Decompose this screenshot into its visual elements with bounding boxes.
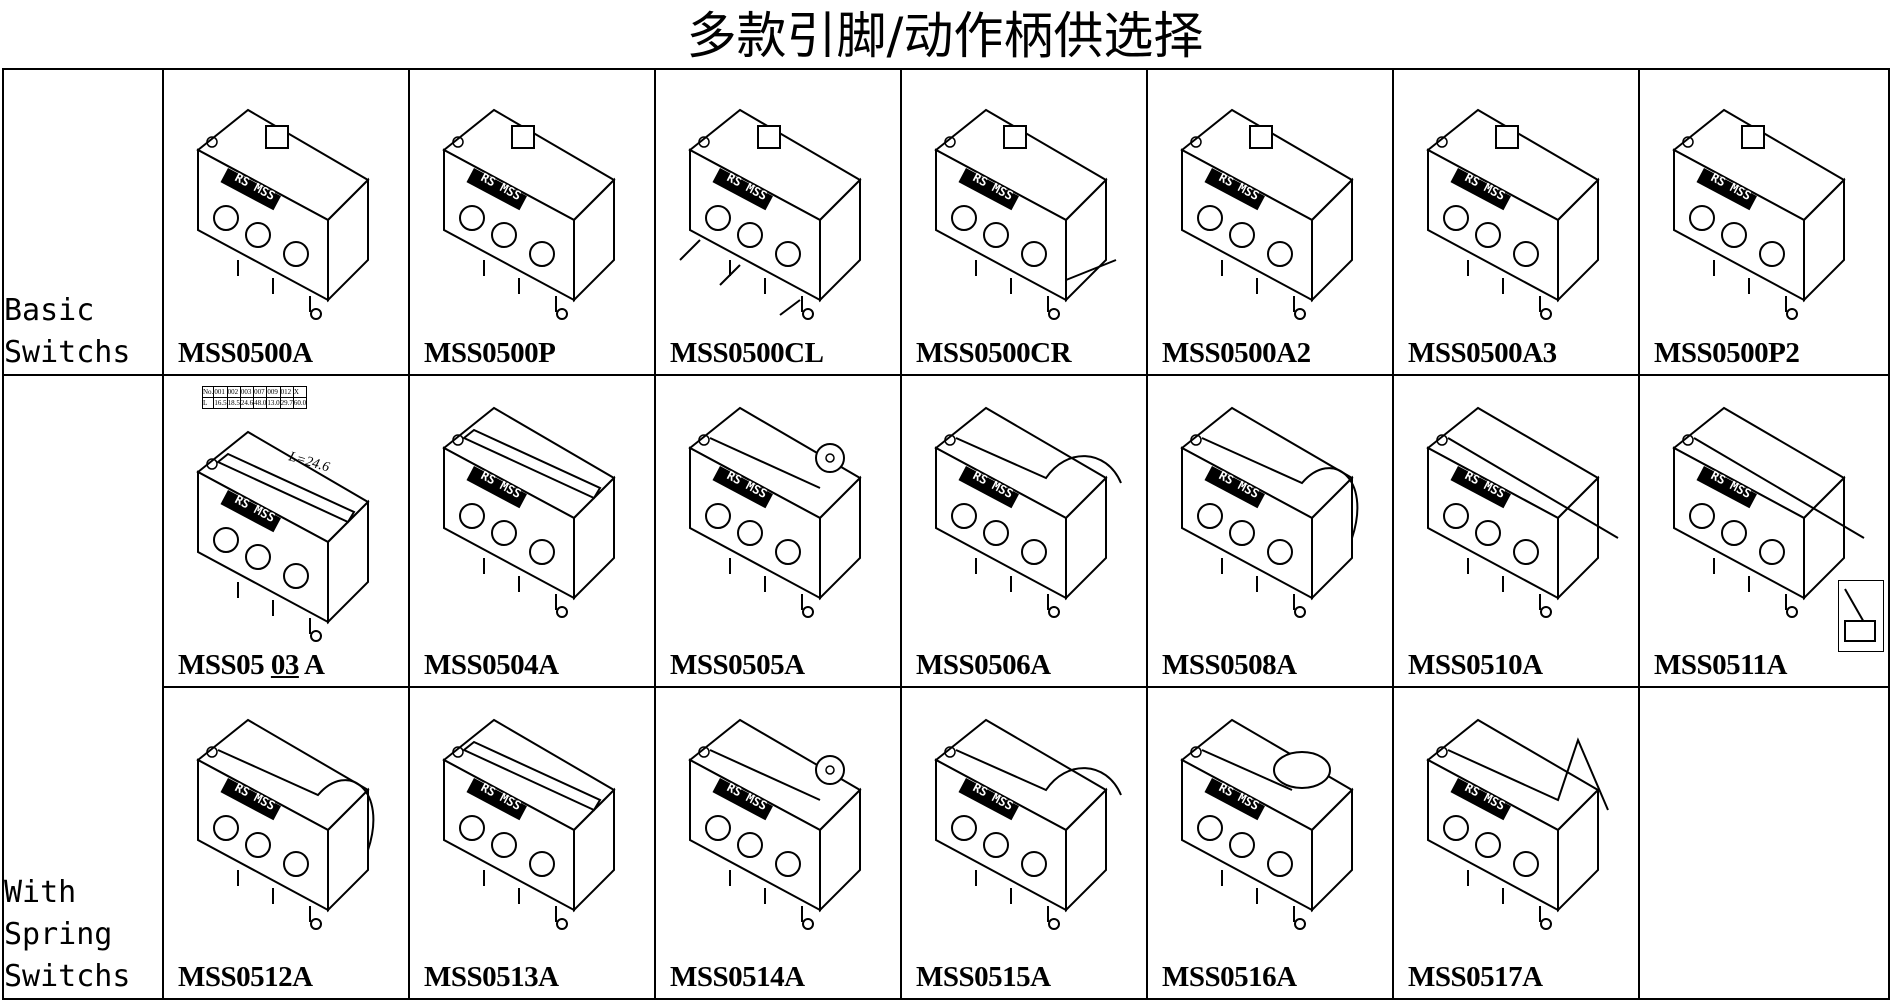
model-label: MSS0512A (178, 961, 313, 993)
category-basic-switches: Basic Switchs (2, 68, 164, 376)
product-grid: Basic Switchs MSS0500A MSS0500P MSS0500C… (2, 68, 1890, 1000)
model-label: MSS0500P (424, 337, 556, 369)
switch-drawing-icon (689, 719, 861, 930)
product-cell[interactable]: MSS0510A (1392, 374, 1640, 688)
model-label: MSS0500A (178, 337, 313, 369)
switch-drawing-icon (935, 407, 1122, 618)
empty-cell (1638, 686, 1890, 1000)
product-cell[interactable]: MSS0516A (1146, 686, 1394, 1000)
page-title: 多款引脚/动作柄供选择 (686, 7, 1204, 65)
category-spring-switches: With Spring Switchs (2, 374, 164, 1000)
model-label: MSS0506A (916, 649, 1051, 681)
switch-drawing-icon (935, 109, 1117, 320)
product-cell[interactable]: MSS0511A (1638, 374, 1890, 688)
model-label: MSS0514A (670, 961, 805, 993)
switch-drawing-icon (935, 719, 1122, 930)
model-label: MSS0516A (1162, 961, 1297, 993)
model-label: MSS0500CL (670, 337, 824, 369)
switch-drawing-icon (1673, 109, 1845, 320)
mini-switch-icon (1838, 580, 1884, 652)
switch-drawing-icon (443, 109, 615, 320)
product-cell[interactable]: MSS0517A (1392, 686, 1640, 1000)
switch-drawing-icon: L=24.6 (197, 431, 369, 642)
product-cell[interactable]: MSS0500A3 (1392, 68, 1640, 376)
product-cell[interactable]: MSS0500CR (900, 68, 1148, 376)
switch-drawing-icon (1427, 719, 1609, 930)
switch-drawing-icon (443, 719, 615, 930)
model-label: MSS0510A (1408, 649, 1543, 681)
product-cell[interactable]: MSS0504A (408, 374, 656, 688)
product-cell[interactable]: MSS0500P (408, 68, 656, 376)
switch-drawing-icon (197, 719, 375, 930)
model-label: MSS0500A3 (1408, 337, 1557, 369)
model-label: MSS0500CR (916, 337, 1072, 369)
product-cell[interactable]: MSS0506A (900, 374, 1148, 688)
model-label: MSS0500P2 (1654, 337, 1800, 369)
switch-drawing-icon (443, 407, 615, 618)
model-label: MSS0504A (424, 649, 559, 681)
switch-drawing-icon (1181, 719, 1353, 930)
product-cell[interactable]: MSS0508A (1146, 374, 1394, 688)
product-cell[interactable]: MSS0500A (162, 68, 410, 376)
switch-drawing-icon (1427, 109, 1599, 320)
product-cell[interactable]: MSS0505A (654, 374, 902, 688)
model-label: MSS0513A (424, 961, 559, 993)
product-cell[interactable]: MSS0500P2 (1638, 68, 1890, 376)
product-cell[interactable]: MSS0515A (900, 686, 1148, 1000)
switch-drawing-icon (1181, 407, 1359, 618)
product-cell[interactable]: MSS0513A (408, 686, 656, 1000)
product-cell[interactable]: MSS0500A2 (1146, 68, 1394, 376)
switch-drawing-icon (689, 407, 861, 618)
model-label: MSS0517A (1408, 961, 1543, 993)
switch-drawing-icon (197, 109, 369, 320)
product-cell[interactable]: MSS0500CL (654, 68, 902, 376)
model-label: MSS05 03 A (178, 649, 325, 681)
switch-drawing-icon (1427, 407, 1619, 618)
model-label: MSS0511A (1654, 649, 1787, 681)
model-label: MSS0515A (916, 961, 1051, 993)
model-label: MSS0505A (670, 649, 805, 681)
switch-drawing-icon (679, 109, 861, 320)
model-label: MSS0500A2 (1162, 337, 1311, 369)
model-label: MSS0508A (1162, 649, 1297, 681)
product-cell[interactable]: MSS0514A (654, 686, 902, 1000)
product-cell[interactable]: MSS0512A (162, 686, 410, 1000)
switch-drawing-icon (1181, 109, 1353, 320)
